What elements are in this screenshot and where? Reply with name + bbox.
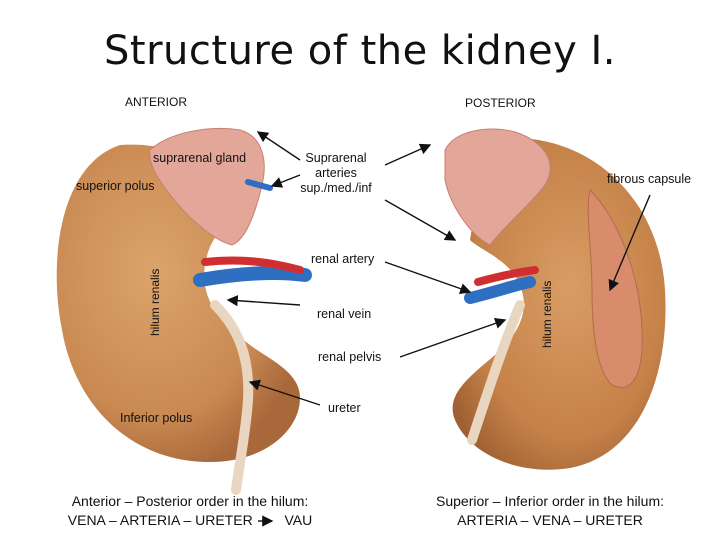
- label-hilum-renalis-anterior: hilum renalis: [148, 268, 162, 336]
- note-superior-line2: ARTERIA – VENA – URETER: [457, 512, 643, 528]
- note-anterior-line1: Anterior – Posterior order in the hilum:: [71, 493, 309, 509]
- page-title: Structure of the kidney I.: [104, 28, 616, 74]
- label-suprarenal-arteries-line2: arteries: [315, 166, 357, 180]
- arrow-suprarenal-to-anterior-gland: [256, 131, 301, 161]
- note-anterior-order: VENA – ARTERIA – URETER: [67, 512, 253, 528]
- label-hilum-renalis-posterior: hilum renalis: [540, 280, 554, 348]
- anterior-renal-vein: [193, 265, 312, 287]
- anterior-ureter: [210, 300, 254, 495]
- posterior-renal-artery: [474, 266, 539, 286]
- label-suprarenal-arteries-line1: Suprarenal: [305, 151, 367, 165]
- arrow-renal-vein: [226, 295, 301, 307]
- arrow-suprarenal-to-posterior-gland: [384, 143, 432, 166]
- label-suprarenal-arteries: Suprarenal arteries sup./med./inf: [286, 151, 386, 196]
- view-label-anterior: ANTERIOR: [125, 95, 188, 109]
- label-arrows: [226, 131, 651, 527]
- label-renal-artery: renal artery: [311, 252, 375, 266]
- note-anterior-line2: VENA – ARTERIA – URETER VAU: [30, 511, 350, 530]
- arrow-suprarenal-to-posterior-lower: [384, 199, 457, 241]
- anterior-suprarenal-gland: [149, 127, 265, 246]
- label-ureter: ureter: [328, 401, 361, 415]
- arrow-fibrous-capsule: [608, 194, 651, 292]
- posterior-suprarenal-gland: [444, 128, 551, 246]
- arrow-renal-pelvis: [399, 317, 507, 358]
- note-anterior-suffix: VAU: [284, 512, 313, 528]
- label-superior-polus: superior polus: [76, 179, 155, 193]
- anterior-kidney: [56, 127, 312, 495]
- posterior-kidney: [444, 128, 666, 470]
- posterior-ureter: [467, 300, 525, 445]
- note-anterior-posterior: Anterior – Posterior order in the hilum:…: [30, 492, 350, 530]
- label-fibrous-capsule: fibrous capsule: [607, 172, 692, 186]
- label-renal-vein: renal vein: [317, 307, 372, 321]
- note-superior-inferior: Superior – Inferior order in the hilum: …: [395, 492, 705, 530]
- arrow-renal-artery: [384, 261, 472, 295]
- label-suprarenal-arteries-line3: sup./med./inf: [300, 181, 372, 195]
- anterior-suprarenal-vessel: [245, 179, 273, 191]
- view-label-posterior: POSTERIOR: [465, 96, 536, 110]
- arrow-ureter: [248, 379, 321, 406]
- note-superior-line1: Superior – Inferior order in the hilum:: [436, 493, 664, 509]
- label-suprarenal-gland: suprarenal gland: [153, 151, 247, 165]
- label-inferior-polus: Inferior polus: [120, 411, 193, 425]
- anterior-renal-artery: [201, 256, 304, 274]
- posterior-renal-vein: [464, 276, 536, 304]
- arrow-suprarenal-to-anterior-vessel: [270, 174, 301, 188]
- anterior-kidney-body: [56, 144, 300, 462]
- label-renal-pelvis: renal pelvis: [318, 350, 382, 364]
